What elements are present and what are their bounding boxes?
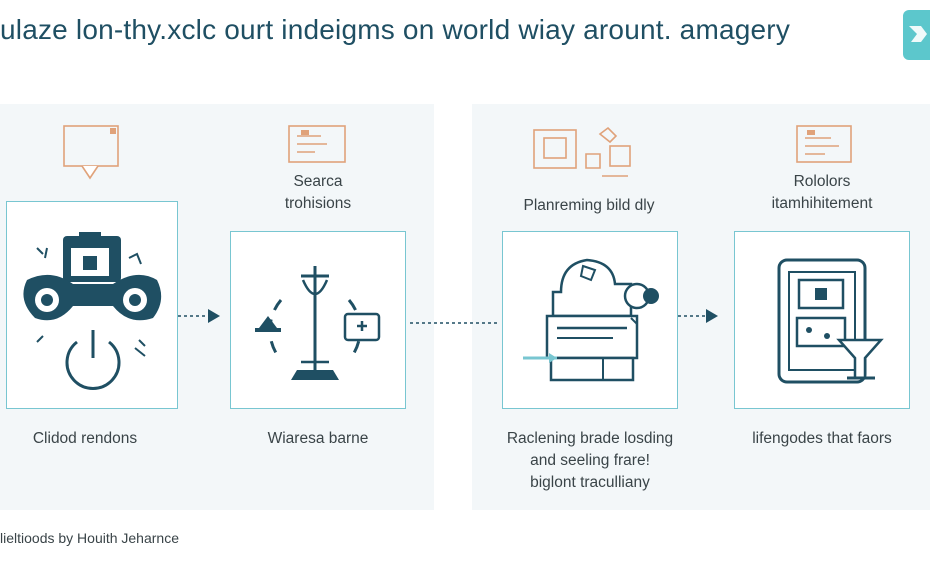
step-2-top-label: Searca trohisions	[230, 171, 406, 215]
flow-arrow-3	[678, 309, 718, 323]
message-icon	[63, 125, 119, 180]
step-card-2[interactable]	[230, 231, 406, 409]
tablet-icon	[777, 258, 884, 384]
footer-caption: lieltioods by Houith Jeharnce	[0, 530, 179, 546]
brand-logo-icon	[909, 26, 927, 42]
document-icon	[288, 125, 346, 163]
notepad-icon	[796, 125, 852, 163]
step-2-bottom-label: Wiaresa barne	[267, 430, 369, 447]
brand-logo[interactable]	[903, 10, 930, 60]
step-4-top-label: Rololors itamhihitement	[771, 173, 873, 212]
step-card-3[interactable]	[502, 231, 678, 409]
machine-icon	[523, 258, 659, 382]
step-2-top-label-text: Searca trohisions	[284, 173, 352, 212]
mixed-tools-icon	[533, 126, 631, 177]
step-3-bottom-label: Raclening brade losding and seeling frar…	[506, 430, 674, 491]
controller-icon	[23, 232, 162, 390]
flow-arrow-1	[178, 309, 220, 323]
page-title: ulaze lon-thy.xclc ourt indeigms on worl…	[0, 14, 791, 45]
step-card-1[interactable]	[6, 201, 178, 409]
step-3-top-label: Planreming bild dly	[523, 197, 655, 214]
flow-connector-2	[410, 322, 498, 324]
step-1-bottom-label: Clidod rendons	[32, 430, 138, 447]
scale-icon	[255, 266, 381, 380]
step-card-4[interactable]	[734, 231, 910, 409]
step-4-bottom-label: lifengodes that faors	[752, 430, 892, 447]
